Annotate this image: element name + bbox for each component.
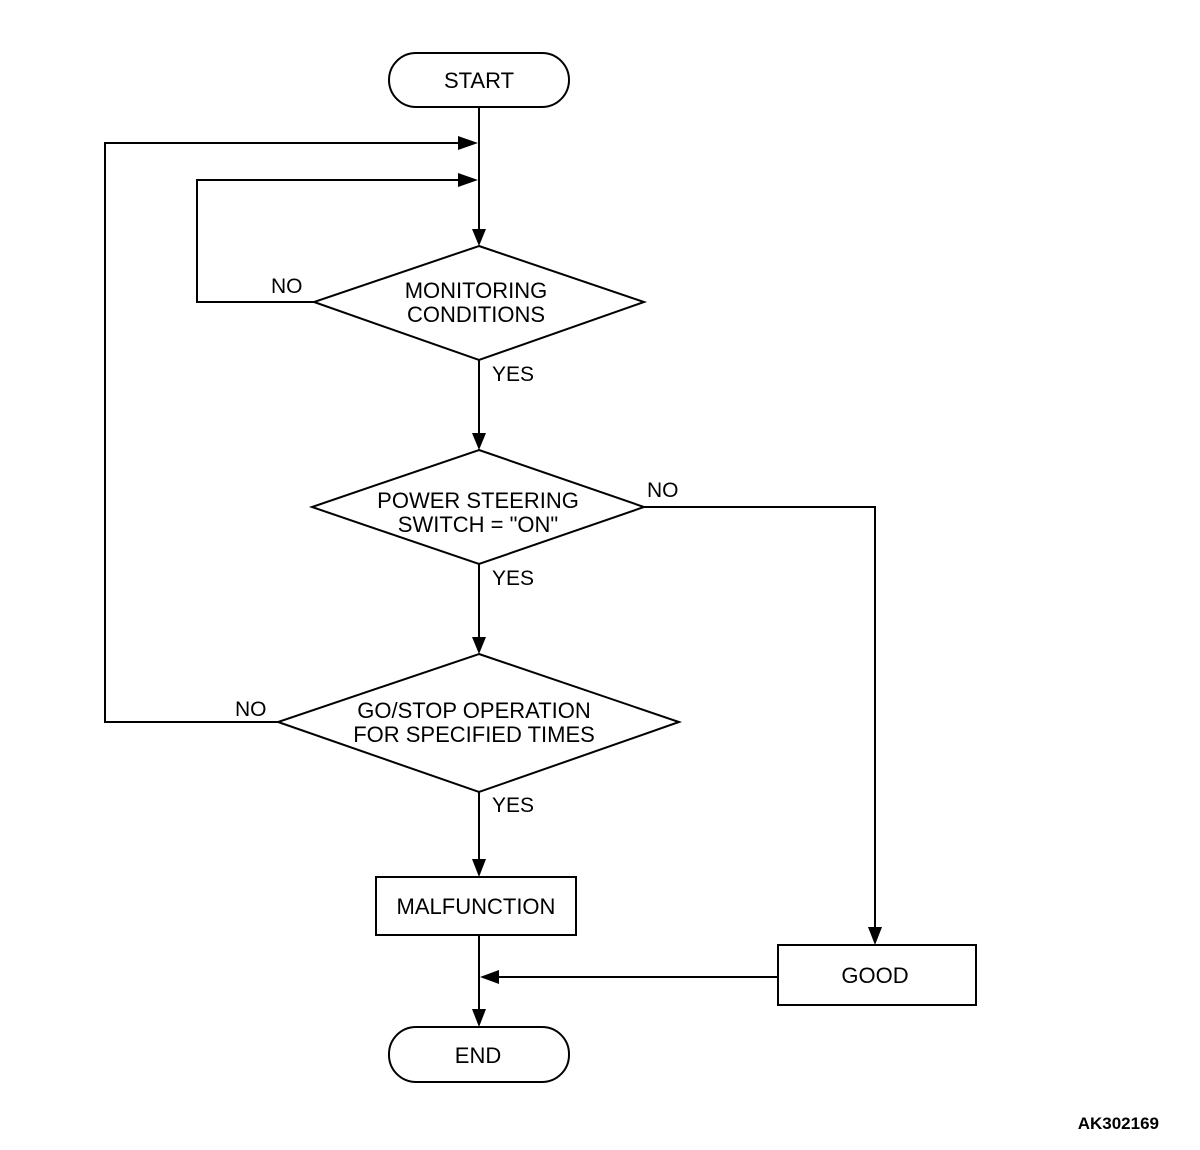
- arrowhead-into-monitoring: [472, 229, 486, 246]
- start-label: START: [444, 68, 514, 93]
- connector-go-stop-no-loop: [104, 142, 462, 723]
- connector-monitoring-no-loop: [196, 179, 462, 303]
- malfunction-label: MALFUNCTION: [397, 894, 556, 919]
- go-stop-yes-label: YES: [492, 794, 534, 817]
- monitoring-line-1: MONITORING: [405, 278, 548, 303]
- arrowhead-go-stop-no-loop: [458, 136, 478, 150]
- power-steering-line-1: POWER STEERING: [377, 488, 579, 513]
- connector-power-steering-no-to-good: [644, 506, 876, 928]
- monitoring-line-2: CONDITIONS: [407, 302, 545, 327]
- arrowhead-monitoring-no-loop: [458, 173, 478, 187]
- go-stop-line-2: FOR SPECIFIED TIMES: [353, 722, 595, 747]
- go-stop-line-1: GO/STOP OPERATION: [357, 698, 591, 723]
- power-steering-yes-label: YES: [492, 567, 534, 590]
- arrowhead-into-good: [868, 927, 882, 945]
- good-label: GOOD: [841, 963, 908, 988]
- malfunction-box: [375, 876, 577, 936]
- arrowhead-into-power-steering: [472, 433, 486, 450]
- figure-code: AK302169: [1078, 1114, 1159, 1133]
- go-stop-no-label: NO: [235, 698, 267, 721]
- monitoring-yes-label: YES: [492, 363, 534, 386]
- power-steering-no-label: NO: [647, 479, 679, 502]
- monitoring-no-label: NO: [271, 275, 303, 298]
- arrowhead-into-end: [472, 1009, 486, 1027]
- power-steering-line-2: SWITCH = "ON": [398, 512, 558, 537]
- arrowhead-into-malfunction: [472, 859, 486, 877]
- end-terminator: [388, 1026, 570, 1083]
- arrowhead-into-go-stop: [472, 637, 486, 654]
- arrowhead-good-merge: [480, 970, 499, 984]
- end-label: END: [455, 1043, 501, 1068]
- good-box: [777, 944, 977, 1006]
